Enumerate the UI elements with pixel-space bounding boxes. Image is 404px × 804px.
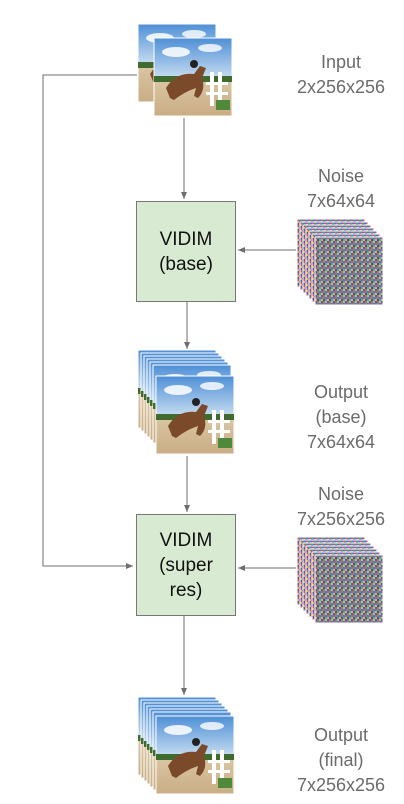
output-final-image-stack-icon (137, 696, 235, 795)
input-image-stack-icon (137, 23, 233, 117)
output-base-title: Output (313, 382, 369, 402)
output-base-shape: 7x64x64 (306, 432, 376, 452)
vidim-super-label-line2: (super (159, 554, 213, 576)
output-final-label: Output (final) 7x256x256 (280, 723, 402, 798)
noise-stack-base-icon (296, 218, 384, 306)
input-label: Input 2x256x256 (280, 50, 402, 100)
noise-base-title: Noise (317, 166, 365, 186)
vidim-super-label-line1: VIDIM (159, 529, 213, 551)
noise-base-shape: 7x64x64 (306, 191, 376, 211)
vidim-base-box: VIDIM (base) (136, 201, 236, 302)
input-shape: 2x256x256 (296, 77, 386, 97)
noise-super-shape: 7x256x256 (296, 509, 386, 529)
output-final-title: Output (313, 725, 369, 745)
noise-super-label: Noise 7x256x256 (280, 482, 402, 532)
vidim-super-label-line3: res) (169, 579, 203, 601)
output-base-image-stack-icon (137, 349, 235, 455)
noise-super-title: Noise (317, 484, 365, 504)
vidim-base-label-line1: VIDIM (159, 228, 213, 250)
noise-stack-super-icon (296, 536, 384, 624)
noise-base-label: Noise 7x64x64 (280, 164, 402, 214)
vidim-base-label-line2: (base) (159, 253, 213, 275)
output-final-subtitle: (final) (318, 750, 364, 770)
output-base-label: Output (base) 7x64x64 (280, 380, 402, 455)
output-base-subtitle: (base) (315, 407, 367, 427)
input-title: Input (320, 52, 362, 72)
vidim-super-res-box: VIDIM (super res) (136, 514, 236, 616)
skip-connection-input-to-vidim-super (42, 74, 137, 569)
output-final-shape: 7x256x256 (296, 775, 386, 795)
